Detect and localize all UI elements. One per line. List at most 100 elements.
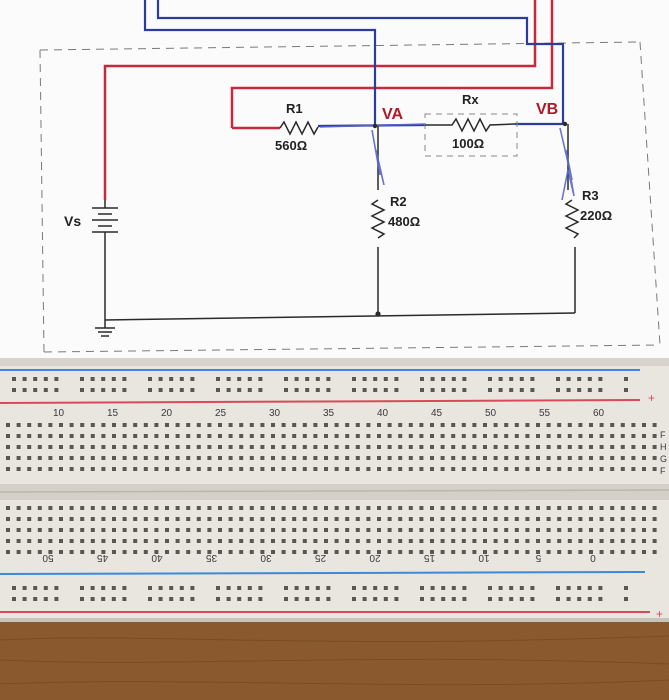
breadboard-hole [271,445,275,449]
breadboard-hole [6,434,10,438]
breadboard-hole [48,467,53,471]
breadboard-hole [324,517,328,521]
breadboard-hole [101,517,106,521]
breadboard-hole [260,539,265,543]
breadboard-hole [207,528,212,532]
breadboard-hole [196,445,201,449]
breadboard-hole [143,528,148,532]
breadboard-hole [112,550,116,554]
breadboard-hole [536,506,540,510]
breadboard-hole [154,434,159,438]
column-number: 25 [315,552,327,563]
vs-label: Vs [64,213,81,229]
breadboard-hole [228,456,233,460]
breadboard-hole [652,506,657,510]
breadboard-hole [578,539,583,543]
breadboard-hole [557,467,562,471]
rail-hole [451,388,456,392]
breadboard-hole [472,550,477,554]
breadboard-hole [377,539,381,543]
breadboard-hole [16,550,21,554]
rail-hole [22,388,27,392]
breadboard-hole [101,445,106,449]
breadboard-hole [324,456,328,460]
breadboard-hole [27,445,32,449]
rail-hole [258,377,263,381]
rail-hole [101,377,106,381]
rail-hole [111,377,116,381]
breadboard-hole [589,539,593,543]
breadboard-hole [355,467,360,471]
breadboard-hole [260,467,265,471]
breadboard-hole [154,550,159,554]
center-channel [0,484,669,500]
rail-hole [80,586,84,590]
breadboard-hole [80,539,85,543]
breadboard-hole [218,517,222,521]
rail-hole [80,388,84,392]
breadboard-hole [610,528,615,532]
breadboard-hole [652,456,657,460]
breadboard-hole [546,550,551,554]
breadboard-hole [101,456,106,460]
breadboard-hole [514,506,519,510]
breadboard-hole [599,434,604,438]
breadboard-hole [90,423,95,427]
rail-hole [566,377,571,381]
center-channel-groove [0,489,669,493]
rail-hole [624,597,628,601]
breadboard-hole [578,550,583,554]
breadboard-hole [472,467,477,471]
rail-hole [294,586,299,590]
breadboard-hole [207,517,212,521]
breadboard-hole [37,467,42,471]
breadboard-hole [112,506,116,510]
r1-resistor [279,120,319,136]
rail-hole [587,586,592,590]
breadboard-hole [207,467,212,471]
rail-hole [54,586,59,590]
breadboard-hole [324,467,328,471]
breadboard-hole [133,445,138,449]
rail-hole [43,388,48,392]
breadboard-hole [249,506,254,510]
breadboard-hole [472,528,477,532]
breadboard-hole [292,456,297,460]
breadboard-hole [218,539,222,543]
rail-hole [247,377,252,381]
breadboard-hole [536,467,540,471]
rail-hole [258,597,263,601]
rx-resistor [425,117,516,133]
rail-hole [315,388,320,392]
rail-hole [624,586,628,590]
breadboard-hole [175,528,180,532]
breadboard-hole [599,528,604,532]
rail-hole [158,388,163,392]
rail-hole [587,377,592,381]
rail-hole [33,388,38,392]
breadboard-hole [652,528,657,532]
breadboard-hole [6,517,10,521]
breadboard-hole [451,456,456,460]
breadboard-hole [589,517,593,521]
breadboard-hole [143,434,148,438]
breadboard-hole [345,550,350,554]
rail-hole [441,597,446,601]
breadboard-hole [525,506,530,510]
breadboard-hole [514,434,519,438]
breadboard-hole [112,456,116,460]
breadboard-hole [90,517,95,521]
rail-hole [43,377,48,381]
rail-hole [509,586,514,590]
breadboard-hole [133,550,138,554]
breadboard-hole [440,434,445,438]
rail-hole [556,388,560,392]
breadboard-hole [461,445,466,449]
breadboard-hole [37,550,42,554]
breadboard-hole [345,517,350,521]
breadboard-hole [483,456,487,460]
breadboard-hole [430,423,434,427]
breadboard-hole [133,434,138,438]
breadboard-hole [90,539,95,543]
junction-dot [562,121,568,127]
